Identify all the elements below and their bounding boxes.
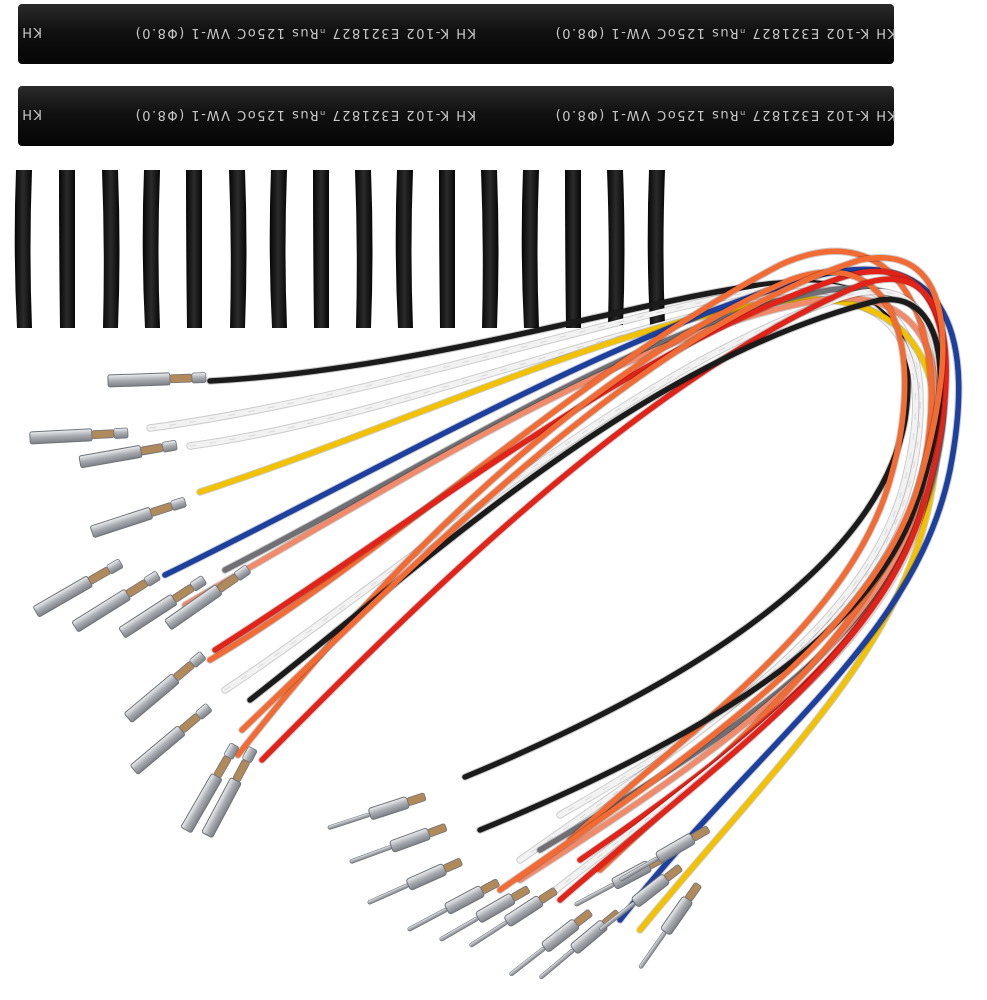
- wire: [211, 267, 949, 864]
- short-tube-piece: [229, 170, 247, 328]
- short-tube-piece: [647, 170, 665, 325]
- male-pin-terminal: [349, 823, 448, 864]
- short-tube-piece: [565, 170, 581, 328]
- male-pin-terminal: [619, 825, 711, 882]
- female-terminal: [107, 372, 207, 388]
- male-pin-terminal: [469, 887, 558, 948]
- female-terminal: [130, 703, 212, 775]
- short-tube-piece: [313, 170, 329, 328]
- wire: [206, 278, 912, 781]
- wire-bundle: [146, 247, 963, 934]
- male-pin-terminal: [539, 909, 621, 980]
- female-terminals: [29, 372, 258, 838]
- wire: [238, 254, 947, 894]
- wire: [161, 265, 963, 924]
- female-terminal: [29, 427, 129, 445]
- female-terminal: [201, 746, 258, 838]
- short-tube-piece: [186, 170, 202, 328]
- male-pin-terminal: [327, 792, 427, 830]
- male-pin-terminal: [407, 878, 500, 932]
- male-pin-terminal: [599, 864, 683, 932]
- short-tube-piece: [481, 170, 499, 328]
- heat-shrink-short-pieces: [14, 170, 665, 328]
- wire: [234, 268, 909, 844]
- female-terminal: [164, 565, 251, 630]
- tube-print-top-right: KH K-102 E321827 ₙRus 125oC VW-1 (Φ8.0): [554, 25, 896, 40]
- female-terminal: [124, 651, 206, 723]
- short-tube-piece: [607, 170, 625, 325]
- short-tube-piece: [521, 170, 539, 328]
- tube-print-bottom-right: KH K-102 E321827 ₙRus 125oC VW-1 (Φ8.0): [554, 107, 896, 122]
- wire: [196, 295, 942, 934]
- heat-shrink-tube-long-2: KH K-102 E321827 ₙRus 125oC VW-1 (Φ8.0) …: [18, 86, 896, 146]
- female-terminal: [33, 559, 124, 617]
- tube-edge-mark-2: KH: [21, 106, 42, 121]
- wire: [258, 275, 950, 904]
- male-pin-terminal: [509, 909, 593, 977]
- short-tube-piece: [439, 170, 455, 328]
- short-tube-piece: [102, 170, 120, 328]
- short-tube-piece: [355, 170, 373, 328]
- female-terminal: [78, 439, 178, 469]
- short-tube-piece: [59, 170, 75, 328]
- wire: [181, 294, 941, 884]
- tube-edge-mark-1: KH: [21, 24, 42, 39]
- male-pin-terminals: [327, 792, 711, 980]
- short-tube-piece: [395, 170, 413, 328]
- tube-print-bottom-left: KH K-102 E321827 ₙRus 125oC VW-1 (Φ8.0): [134, 107, 476, 122]
- short-tube-piece: [269, 170, 287, 328]
- short-tube-piece: [14, 170, 32, 328]
- tube-print-top-left: KH K-102 E321827 ₙRus 125oC VW-1 (Φ8.0): [134, 25, 476, 40]
- female-terminal: [72, 571, 161, 632]
- female-terminal: [90, 497, 187, 538]
- short-tube-piece: [142, 170, 160, 328]
- wire: [246, 295, 945, 834]
- female-terminal: [118, 575, 207, 638]
- female-terminal: [181, 742, 239, 833]
- heat-shrink-tube-long-1: KH K-102 E321827 ₙRus 125oC VW-1 (Φ8.0) …: [18, 4, 896, 64]
- male-pin-terminal: [367, 858, 463, 905]
- male-pin-terminal: [439, 885, 531, 942]
- male-pin-terminal: [638, 882, 702, 969]
